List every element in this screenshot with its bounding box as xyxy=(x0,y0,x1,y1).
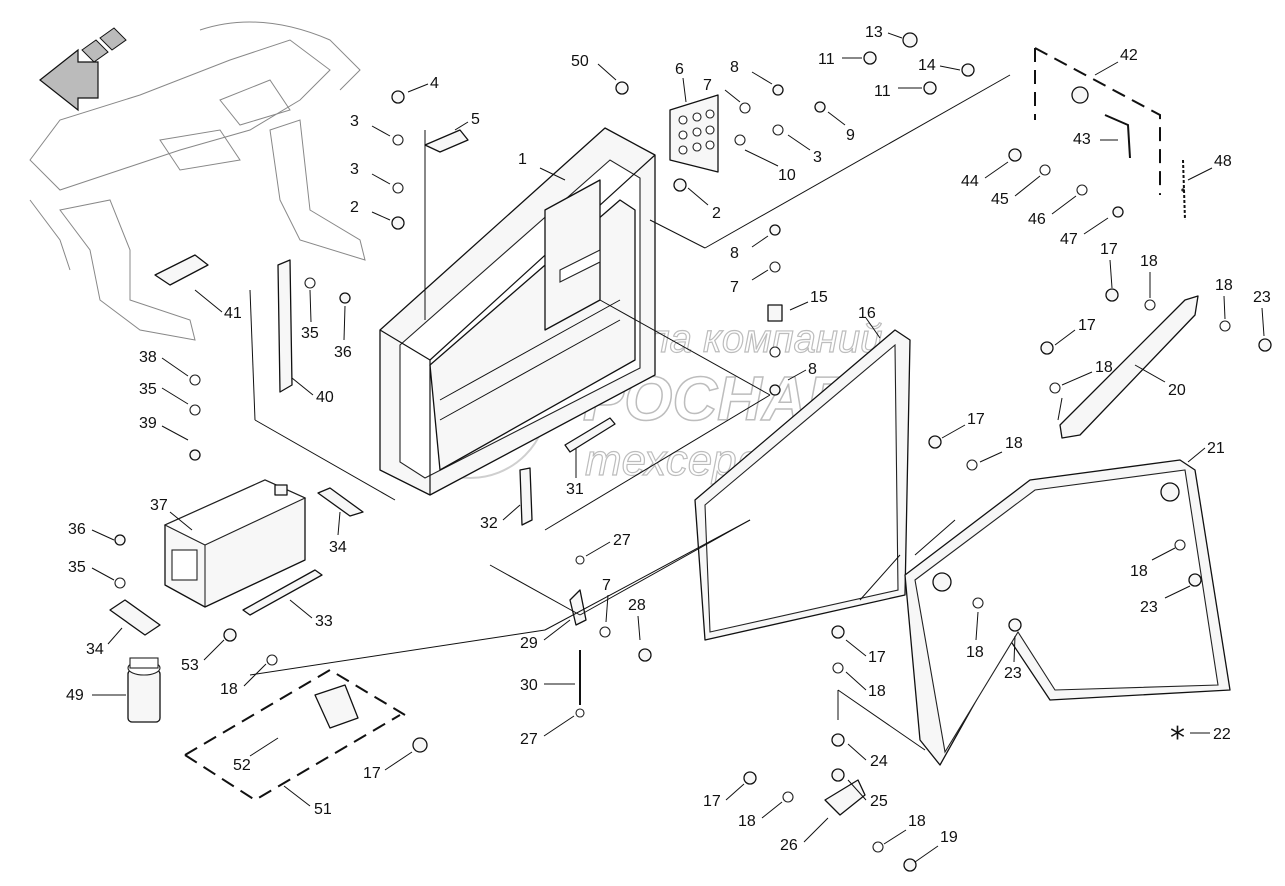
callout-29: 29 xyxy=(520,635,538,652)
leader-lines xyxy=(249,74,1063,751)
tool-box-housing xyxy=(379,127,656,496)
callout-17d: 17 xyxy=(868,649,886,666)
callout-11b: 11 xyxy=(874,83,891,100)
callout-17c: 17 xyxy=(967,411,985,428)
callout-50: 50 xyxy=(571,53,589,70)
callout-labels: 1 2 2 3 3 3 4 5 6 7 7 7 8 8 8 9 10 11 xyxy=(66,24,1271,863)
callout-3a: 3 xyxy=(350,113,359,130)
callout-20: 20 xyxy=(1168,382,1186,399)
callout-43: 43 xyxy=(1073,131,1091,148)
callout-35b: 35 xyxy=(139,381,157,398)
callout-30: 30 xyxy=(520,677,538,694)
callout-27a: 27 xyxy=(613,532,631,549)
callout-45: 45 xyxy=(991,191,1009,208)
dashed-group-51 xyxy=(184,668,406,802)
callout-18d: 18 xyxy=(1005,435,1023,452)
callout-3c: 3 xyxy=(813,149,822,166)
callout-22: 22 xyxy=(1213,726,1231,743)
callout-49: 49 xyxy=(66,687,84,704)
callout-42: 42 xyxy=(1120,47,1138,64)
callout-23c: 23 xyxy=(1004,665,1022,682)
callout-18b: 18 xyxy=(1215,277,1233,294)
direction-arrow-icon xyxy=(39,27,127,112)
callout-17f: 17 xyxy=(363,765,381,782)
callout-25: 25 xyxy=(870,793,888,810)
callout-8b: 8 xyxy=(730,245,739,262)
callout-34b: 34 xyxy=(86,641,104,658)
callout-8c: 8 xyxy=(808,361,817,378)
callout-28: 28 xyxy=(628,597,646,614)
callout-32: 32 xyxy=(480,515,498,532)
callout-35c: 35 xyxy=(68,559,86,576)
callout-40: 40 xyxy=(316,389,334,406)
callout-23a: 23 xyxy=(1253,289,1271,306)
callout-39: 39 xyxy=(139,415,157,432)
callout-2b: 2 xyxy=(712,205,721,222)
callout-18g: 18 xyxy=(868,683,886,700)
small-brackets xyxy=(109,129,866,816)
callout-48: 48 xyxy=(1214,153,1232,170)
callout-18i: 18 xyxy=(908,813,926,830)
callout-8a: 8 xyxy=(730,59,739,76)
callout-38: 38 xyxy=(139,349,157,366)
callout-18f: 18 xyxy=(966,644,984,661)
side-cover-panel xyxy=(904,459,1231,766)
callout-10: 10 xyxy=(778,167,796,184)
callout-47: 47 xyxy=(1060,231,1078,248)
dashed-group-42 xyxy=(1034,47,1161,195)
callout-7c: 7 xyxy=(602,577,611,594)
callout-18e: 18 xyxy=(1130,563,1148,580)
callout-27b: 27 xyxy=(520,731,538,748)
callout-21: 21 xyxy=(1207,440,1225,457)
tractor-frame xyxy=(29,21,366,341)
callout-17a: 17 xyxy=(1100,241,1118,258)
callout-36a: 36 xyxy=(334,344,352,361)
callout-53: 53 xyxy=(181,657,199,674)
callout-4: 4 xyxy=(430,75,439,92)
fasteners xyxy=(114,32,1272,872)
callout-24: 24 xyxy=(870,753,888,770)
callout-7b: 7 xyxy=(730,279,739,296)
callout-13: 13 xyxy=(865,24,883,41)
callout-51: 51 xyxy=(314,801,332,818)
callout-52: 52 xyxy=(233,757,251,774)
callout-35a: 35 xyxy=(301,325,319,342)
callout-18j: 18 xyxy=(220,681,238,698)
callout-11a: 11 xyxy=(818,51,835,68)
callout-16: 16 xyxy=(858,305,876,322)
callout-46: 46 xyxy=(1028,211,1046,228)
callout-36b: 36 xyxy=(68,521,86,538)
callout-15: 15 xyxy=(810,289,828,306)
container-jar xyxy=(127,657,161,723)
callout-14: 14 xyxy=(918,57,936,74)
callout-2a: 2 xyxy=(350,199,359,216)
callout-33: 33 xyxy=(315,613,333,630)
callout-26: 26 xyxy=(780,837,798,854)
callout-19: 19 xyxy=(940,829,958,846)
callout-41: 41 xyxy=(224,305,242,322)
callout-7a: 7 xyxy=(703,77,712,94)
callout-1: 1 xyxy=(518,151,527,168)
callout-18a: 18 xyxy=(1140,253,1158,270)
callout-23b: 23 xyxy=(1140,599,1158,616)
callout-5: 5 xyxy=(471,111,480,128)
callout-3b: 3 xyxy=(350,161,359,178)
callout-18c: 18 xyxy=(1095,359,1113,376)
callout-6: 6 xyxy=(675,61,684,78)
callout-37: 37 xyxy=(150,497,168,514)
callout-17b: 17 xyxy=(1078,317,1096,334)
callout-31: 31 xyxy=(566,481,584,498)
callout-17e: 17 xyxy=(703,793,721,810)
callout-34a: 34 xyxy=(329,539,347,556)
grommet-plate xyxy=(669,94,719,173)
callout-44: 44 xyxy=(961,173,979,190)
tool-box-door xyxy=(694,329,911,641)
support-brace xyxy=(1059,295,1199,439)
star-note-icon: * xyxy=(1170,721,1185,756)
battery xyxy=(163,479,307,608)
callout-18h: 18 xyxy=(738,813,756,830)
callout-9: 9 xyxy=(846,127,855,144)
